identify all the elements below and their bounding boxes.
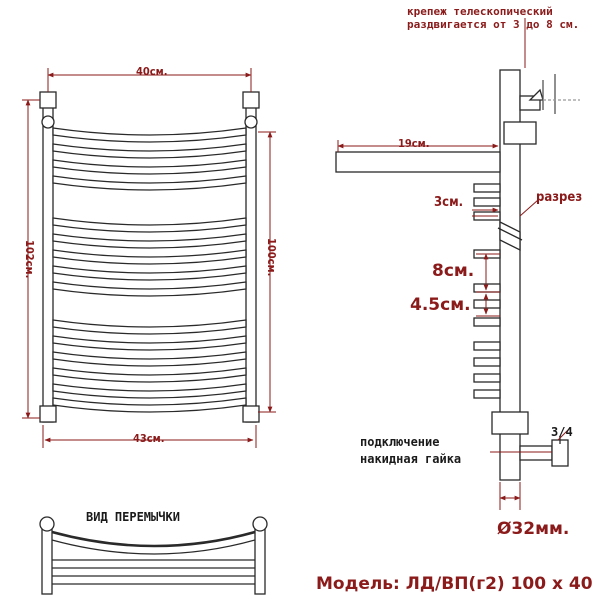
right-top-mount [244, 115, 258, 129]
rung [52, 265, 247, 281]
rung-stub [473, 183, 501, 193]
right-bottom-cap [242, 405, 260, 423]
rung [52, 319, 247, 335]
rung [52, 281, 247, 297]
left-top-cap [39, 91, 57, 109]
rung-stub [473, 299, 501, 309]
rung [52, 127, 247, 143]
mount-note-line2: раздвигается от 3 до 8 см. [407, 17, 580, 31]
rung [52, 159, 247, 175]
height-right-label: 100см. [265, 238, 278, 277]
width-bottom-label: 43см. [133, 432, 165, 445]
right-top-cap [242, 91, 260, 109]
side-tube [499, 69, 521, 481]
rungs [52, 127, 247, 413]
diameter-label: Ø32мм. [497, 519, 570, 539]
spacing-8-label: 8см. [432, 261, 475, 281]
depth-arm [335, 151, 501, 173]
rung [52, 175, 247, 191]
section-break [499, 220, 521, 252]
bridge-right-post [254, 527, 266, 595]
rung-stub [473, 197, 501, 207]
thread-label: 3/4 [551, 425, 573, 439]
rung-stub [473, 283, 501, 293]
spacing-4-5-label: 4.5см. [410, 295, 471, 315]
height-left-label: 102см. [23, 240, 36, 279]
rung [52, 217, 247, 233]
connection-note: подключение накидная гайка [360, 434, 461, 469]
mount-note-line1: крепеж телескопический [407, 5, 553, 18]
rung [52, 397, 247, 413]
rung [52, 143, 247, 159]
connection-pipe [519, 445, 553, 461]
bridge-view [39, 516, 268, 595]
bridge-left-post [41, 527, 53, 595]
bottom-bracket [491, 411, 529, 435]
rung-stub [473, 389, 501, 399]
left-post [42, 95, 54, 423]
rung [52, 249, 247, 265]
rung [52, 335, 247, 351]
wall-anchor [528, 88, 544, 101]
front-dimensions [22, 68, 276, 448]
side-dimensions [337, 18, 571, 510]
width-top-label: 40см. [136, 65, 168, 78]
model-label: Модель: ЛД/ВП(г2) 100 х 40 [316, 574, 593, 594]
bridge-title: ВИД ПЕРЕМЫЧКИ [86, 510, 180, 524]
rung-stubs-upper [473, 183, 501, 221]
connection-line1: подключение [360, 435, 440, 449]
depth-label: 19см. [398, 137, 430, 150]
rung-stub [473, 357, 501, 367]
rung-stubs-lower [473, 249, 501, 399]
connection-line2: накидная гайка [360, 452, 462, 467]
rung-stub [473, 373, 501, 383]
section-label: разрез [536, 190, 583, 205]
bridge-arc [51, 530, 256, 548]
left-bottom-cap [39, 405, 57, 423]
front-view [39, 91, 260, 423]
mount-note: крепеж телескопический раздвигается от 3… [407, 5, 580, 31]
rung [52, 367, 247, 383]
rung [52, 383, 247, 399]
rung-stub [473, 317, 501, 327]
right-post [245, 95, 257, 423]
left-top-mount [41, 115, 55, 129]
rung [52, 351, 247, 367]
gap-small-label: 3см. [434, 195, 464, 210]
rung-stub [473, 341, 501, 351]
rung [52, 233, 247, 249]
